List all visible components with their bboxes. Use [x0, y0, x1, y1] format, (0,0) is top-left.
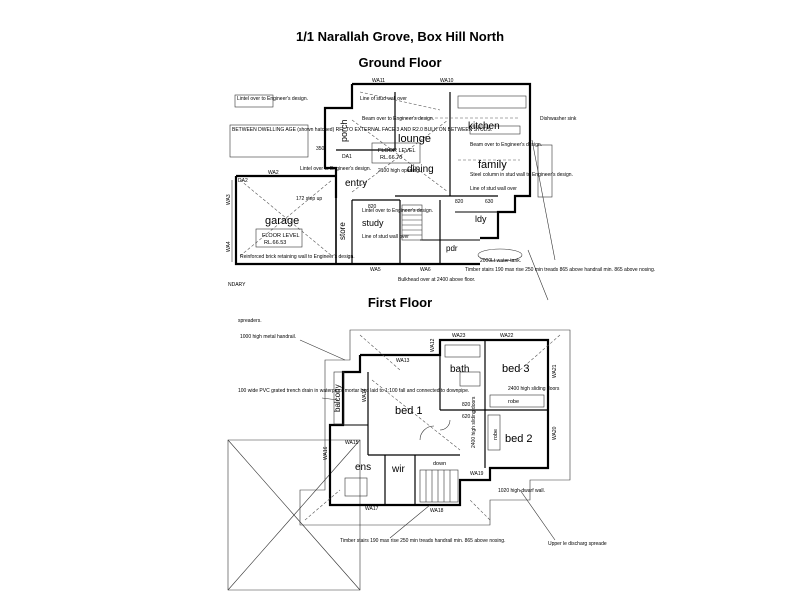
room-entry: entry — [345, 178, 367, 189]
note-stud-wall-family: Line of stud wall over — [470, 186, 517, 192]
note-reinforced: Reinforced brick retaining wall to Engin… — [240, 254, 355, 260]
wall-tag-wa10: WA10 — [440, 78, 454, 84]
wall-tag-wa16: WA16 — [323, 446, 329, 460]
dim-820-a: 820 — [455, 199, 464, 205]
note-stud-wall-study: Line of stud wall over — [362, 234, 409, 240]
note-bed3-doors: 2400 high sliding doors — [508, 386, 560, 392]
room-store: store — [338, 222, 347, 240]
note-steel-column: Steel column in stud wall to Engineer's … — [470, 172, 573, 178]
dim-820-b: 820 — [368, 204, 377, 210]
wall-tag-da2: DA2 — [238, 178, 248, 184]
first-floor-heading: First Floor — [367, 295, 433, 310]
note-spreader-top: spreaders. — [238, 318, 262, 324]
room-lounge: lounge — [398, 133, 431, 145]
room-dining: dining — [407, 164, 434, 175]
dim-820: 820 — [462, 402, 471, 408]
room-ldy: ldy — [475, 214, 487, 224]
note-water-tank: 2000Lt water tank. — [480, 258, 521, 264]
room-family: family — [478, 159, 507, 171]
room-bed-2: bed 2 — [505, 433, 533, 445]
note-between-dwelling: BETWEEN DWELLING AGE (shown hatched) RFL… — [232, 127, 492, 133]
note-dishwasher: Dishwasher sink — [540, 116, 577, 122]
note-upper-level: Upper le discharg spreade — [548, 541, 607, 547]
note-lintel-entry: Lintel over to Engineer's design. — [300, 166, 371, 172]
note-metal-handrail: 1000 high metal handrail. — [240, 334, 296, 340]
wall-tag-wa11: WA11 — [372, 78, 385, 84]
dim-620: 620 — [462, 414, 471, 420]
room-garage: garage — [265, 215, 299, 227]
note-opening: 2100 high opening — [378, 168, 419, 174]
stair-down-label: down — [433, 461, 446, 467]
wall-tag-wa13: WA13 — [396, 358, 410, 364]
wall-tag-wa22: WA22 — [500, 333, 514, 339]
floor-level-garage-box — [255, 228, 303, 248]
room-study: study — [362, 218, 384, 228]
floor-level-main: FLOOR LEVEL — [378, 148, 416, 154]
room-porch: porch — [339, 119, 349, 142]
floor-level-garage-rl: RL.66.53 — [264, 240, 286, 246]
wall-tag-wa14: WA14 — [362, 388, 368, 402]
room-robe-bed3: robe — [508, 399, 519, 405]
wall-tag-wa5: WA5 — [370, 267, 381, 273]
note-bed2-doors: 2400 high sliding doors — [471, 396, 477, 448]
wall-tag-wa23: WA23 — [452, 333, 466, 339]
ground-floor-heading: Ground Floor — [358, 55, 442, 70]
dim-350: 350 — [316, 146, 325, 152]
note-stairs-first: Timber stairs 190 max rise 250 min tread… — [340, 538, 505, 544]
room-pdr: pdr — [446, 244, 458, 253]
wall-tag-wa2: WA2 — [268, 170, 279, 176]
wall-tag-da1: DA1 — [342, 154, 352, 160]
room-kitchen: kitchen — [468, 121, 500, 132]
dim-630: 630 — [485, 199, 494, 205]
room-robe-bed2: robe — [493, 429, 499, 440]
wall-tag-wa15: WA15 — [345, 440, 359, 446]
wall-tag-wa21: WA21 — [552, 364, 558, 378]
note-lintel-study: Lintel over to Engineer's design. — [362, 208, 433, 214]
room-bed-3: bed 3 — [502, 363, 530, 375]
wall-tag-wa18: WA18 — [430, 508, 444, 514]
wall-tag-wa20: WA20 — [552, 426, 558, 440]
note-pvc-drain: 100 wide PVC grated trench drain in wate… — [238, 388, 469, 394]
wall-tag-wa17: WA17 — [365, 506, 379, 512]
wall-tag-wa3: WA3 — [226, 194, 232, 205]
room-wir: wir — [391, 464, 405, 475]
floor-level-garage: FLOOR LEVEL — [262, 233, 300, 239]
note-bulkhead: Bulkhead over at 2400 above floor. — [398, 277, 475, 283]
robe-bed3-outline — [489, 394, 545, 408]
ground-stairs — [401, 204, 423, 241]
room-balcony: balcony — [333, 384, 342, 412]
room-bed-1: bed 1 — [395, 405, 423, 417]
note-stairs-ground: Timber stairs 190 max rise 250 min tread… — [465, 267, 655, 273]
note-dwarf-wall: 1020 high dwarf wall. — [498, 488, 545, 494]
note-beam-lounge: Beam over to Engineer's design. — [362, 116, 434, 122]
first-stairs — [419, 469, 459, 503]
note-boundary: NDARY — [228, 282, 246, 288]
wall-tag-wa4: WA4 — [226, 241, 232, 252]
floor-level-main-box — [371, 142, 421, 164]
room-bath: bath — [450, 364, 469, 375]
wall-tag-wa19: WA19 — [470, 471, 484, 477]
note-lintel-top: Lintel over to Engineer's design. — [237, 96, 308, 102]
note-stud-wall-top: Line of stud wall over — [360, 96, 407, 102]
robe-bed2-outline — [487, 414, 501, 451]
room-ens: ens — [355, 462, 371, 473]
wall-tag-wa12: WA12 — [430, 338, 436, 352]
page-title: 1/1 Narallah Grove, Box Hill North — [295, 29, 505, 44]
wall-tag-wa6: WA6 — [420, 267, 431, 273]
note-beam-family: Beam over to Engineer's design. — [470, 142, 542, 148]
floor-level-main-rl: RL.66.70 — [380, 155, 402, 161]
note-step-up: 172 step up — [296, 196, 322, 202]
